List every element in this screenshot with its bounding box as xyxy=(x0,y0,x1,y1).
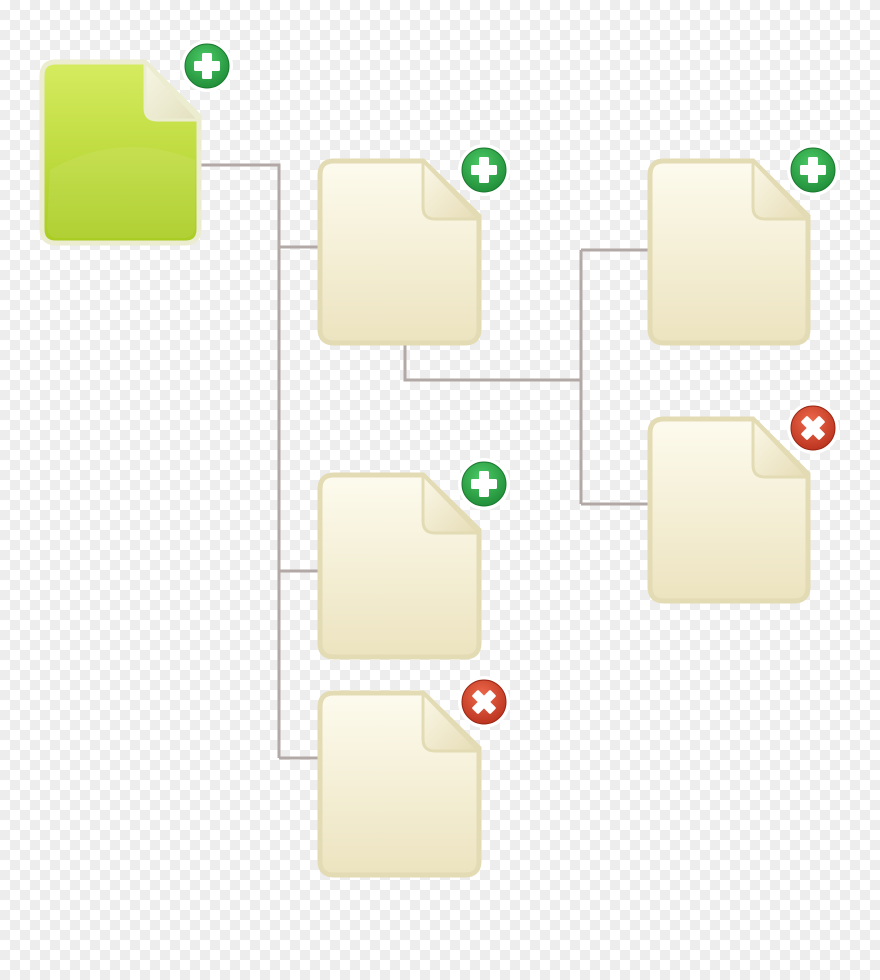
connector-child-1-trunk xyxy=(403,345,581,382)
document-node-child-1[interactable] xyxy=(317,144,510,346)
remove-icon[interactable] xyxy=(787,402,839,454)
document-node-grandchild-2[interactable] xyxy=(647,402,839,604)
document-icon xyxy=(317,690,482,878)
document-icon xyxy=(317,472,482,660)
root-document-node[interactable] xyxy=(39,40,233,246)
add-icon[interactable] xyxy=(787,144,839,196)
page-fold xyxy=(421,159,481,221)
add-icon[interactable] xyxy=(181,40,233,92)
connectors xyxy=(200,163,651,760)
document-node-child-2[interactable] xyxy=(317,458,510,660)
document-icon xyxy=(647,158,811,346)
page-fold xyxy=(421,473,481,535)
root-page-fold xyxy=(143,60,201,122)
add-icon[interactable] xyxy=(458,144,510,196)
document-node-grandchild-1[interactable] xyxy=(647,144,839,346)
page-fold xyxy=(751,159,810,221)
remove-icon[interactable] xyxy=(458,676,510,728)
add-icon[interactable] xyxy=(458,458,510,510)
document-icon xyxy=(647,416,811,604)
connector-root-trunk xyxy=(200,163,281,758)
page-fold xyxy=(421,691,481,753)
document-icon xyxy=(317,158,482,346)
page-fold xyxy=(751,417,810,479)
document-node-child-3[interactable] xyxy=(317,676,510,878)
